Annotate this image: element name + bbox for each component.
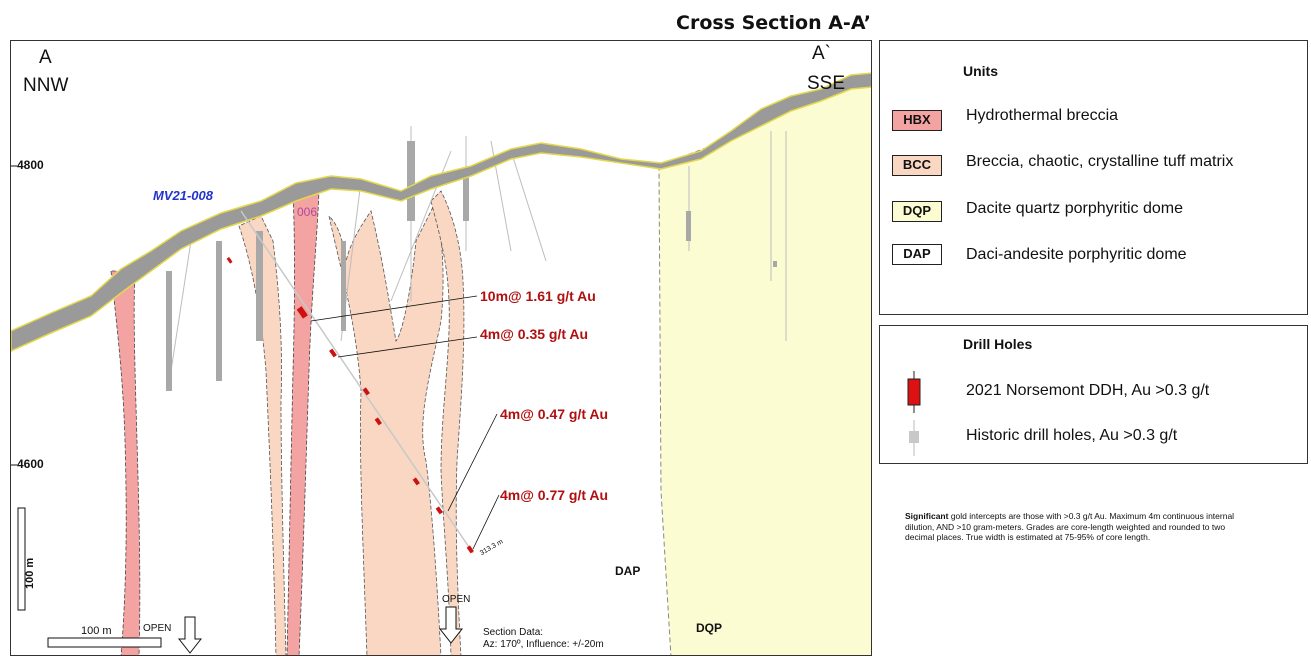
note-text: gold intercepts are those with >0.3 g/t … [905, 511, 1235, 542]
unit-label-hydrothermal-breccia: Hydrothermal breccia [966, 107, 1119, 124]
unit-swatch-hbx: HBX [892, 110, 942, 131]
section-end-letter: A` [812, 43, 831, 64]
drill-hole-tag: 006 [297, 205, 318, 219]
grey-drill-icon [909, 420, 919, 456]
intercept-leader-lines [310, 295, 500, 550]
vertical-scale-bar [17, 507, 26, 611]
open-label-left: OPEN [143, 623, 172, 634]
unit-swatch-dqp: DQP [892, 201, 942, 222]
significant-intercepts-note: Significant gold intercepts are those wi… [905, 511, 1245, 543]
cross-section-panel: A NNW A` SSE 4800 4600 MV21-008 006 10m@… [10, 40, 872, 656]
bcc-body-right [430, 190, 465, 655]
unit-label-breccia-chaotic: Breccia, chaotic, crystalline tuff matri… [966, 153, 1234, 170]
open-arrow-right [438, 606, 464, 644]
drill-hole-label: MV21-008 [153, 188, 213, 203]
open-arrow-left [177, 616, 203, 654]
page-title: Cross Section A-A’ [676, 12, 871, 34]
intercept-label-2: 4m@ 0.35 g/t Au [480, 326, 589, 342]
drill-legend-norsemont-label: 2021 Norsemont DDH, Au >0.3 g/t [966, 382, 1210, 399]
red-drill-icon [907, 371, 921, 413]
historic-au-intervals [166, 141, 777, 391]
drill-legend-historic-label: Historic drill holes, Au >0.3 g/t [966, 427, 1178, 444]
dqp-dome-area [658, 75, 871, 655]
intercept-label-1: 10m@ 1.61 g/t Au [480, 288, 596, 304]
unit-label-daci-andesite: Daci-andesite porphyritic dome [966, 246, 1187, 263]
bcc-body-central [328, 199, 444, 655]
section-data-line: Az: 170º, Influence: +/-20m [483, 639, 604, 650]
unit-label-dqp: DQP [696, 621, 723, 635]
unit-label-dacite-quartz: Dacite quartz porphyritic dome [966, 200, 1183, 217]
intercept-label-4: 4m@ 0.77 g/t Au [500, 487, 609, 503]
elevation-label-4800: 4800 [17, 158, 44, 172]
intercept-label-3: 4m@ 0.47 g/t Au [500, 406, 609, 422]
vertical-scale-label: 100 m [24, 557, 36, 589]
drill-holes-legend-heading: Drill Holes [963, 336, 1033, 352]
note-bold-lead: Significant [905, 511, 949, 521]
units-legend-heading: Units [963, 63, 998, 79]
elevation-label-4600: 4600 [17, 457, 44, 471]
topographic-surface [11, 72, 871, 352]
unit-swatch-bcc: BCC [892, 155, 942, 176]
unit-swatch-dap: DAP [892, 244, 942, 265]
horizontal-scale-label: 100 m [81, 625, 112, 637]
cross-section-drawing [11, 72, 871, 655]
units-legend: Units HBX Hydrothermal breccia BCC Brecc… [879, 40, 1308, 315]
hbx-column-left [110, 270, 141, 655]
horizontal-scale-bar [47, 637, 162, 648]
open-label-right: OPEN [442, 594, 471, 605]
drill-hole-trace-mv21-008 [240, 210, 474, 554]
section-end-direction: SSE [807, 73, 846, 94]
unit-label-dap: DAP [615, 564, 641, 578]
hbx-column-central [286, 190, 320, 655]
section-start-letter: A [39, 47, 52, 68]
norsemont-au-intervals [226, 256, 474, 554]
section-start-direction: NNW [23, 75, 69, 96]
bcc-body-left [238, 215, 287, 655]
section-data-heading: Section Data: [483, 627, 544, 638]
drill-holes-legend: Drill Holes 2021 Norsemont DDH, Au >0.3 … [879, 325, 1308, 464]
